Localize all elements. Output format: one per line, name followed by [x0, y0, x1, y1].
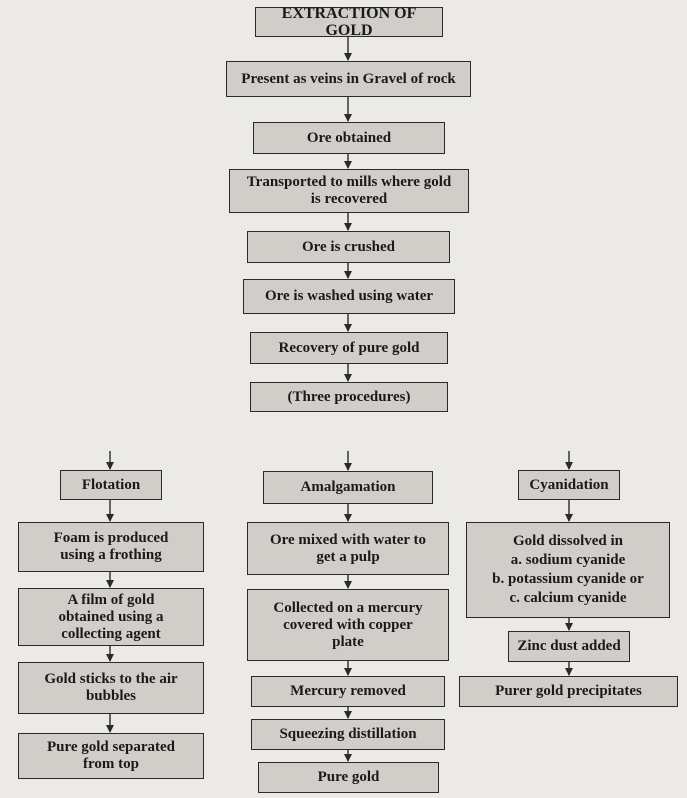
- title-box: EXTRACTION OF GOLD: [255, 5, 443, 39]
- amalgamation-step-4: Squeezing distillation: [251, 719, 445, 750]
- step-washed: Ore is washed using water: [243, 279, 455, 314]
- amalgamation-step-2: Collected on a mercury covered with copp…: [247, 589, 449, 661]
- cyanidation-step-1: Gold dissolved in a. sodium cyanide b. p…: [466, 522, 670, 618]
- amalgamation-step-3: Mercury removed: [251, 676, 445, 707]
- amalgamation-step-5: Pure gold: [258, 762, 439, 793]
- cyanidation-step-3: Purer gold precipitates: [459, 676, 678, 707]
- amalgamation-step-1: Ore mixed with water to get a pulp: [247, 522, 449, 575]
- amalgamation-heading: Amalgamation: [263, 471, 433, 504]
- flotation-step-4: Pure gold separated from top: [18, 733, 204, 779]
- step-transported: Transported to mills where gold is recov…: [229, 169, 469, 213]
- step-three-procedures: (Three procedures): [250, 382, 448, 412]
- cyanidation-heading: Cyanidation: [518, 470, 620, 500]
- step-ore-obtained: Ore obtained: [253, 122, 445, 154]
- step-veins: Present as veins in Gravel of rock: [226, 61, 471, 97]
- flotation-heading: Flotation: [60, 470, 162, 500]
- cyanidation-step-2: Zinc dust added: [508, 631, 630, 662]
- flotation-step-1: Foam is produced using a frothing: [18, 522, 204, 572]
- flotation-step-3: Gold sticks to the air bubbles: [18, 662, 204, 714]
- step-crushed: Ore is crushed: [247, 231, 450, 263]
- flotation-step-2: A film of gold obtained using a collecti…: [18, 588, 204, 646]
- step-recovery: Recovery of pure gold: [250, 332, 448, 364]
